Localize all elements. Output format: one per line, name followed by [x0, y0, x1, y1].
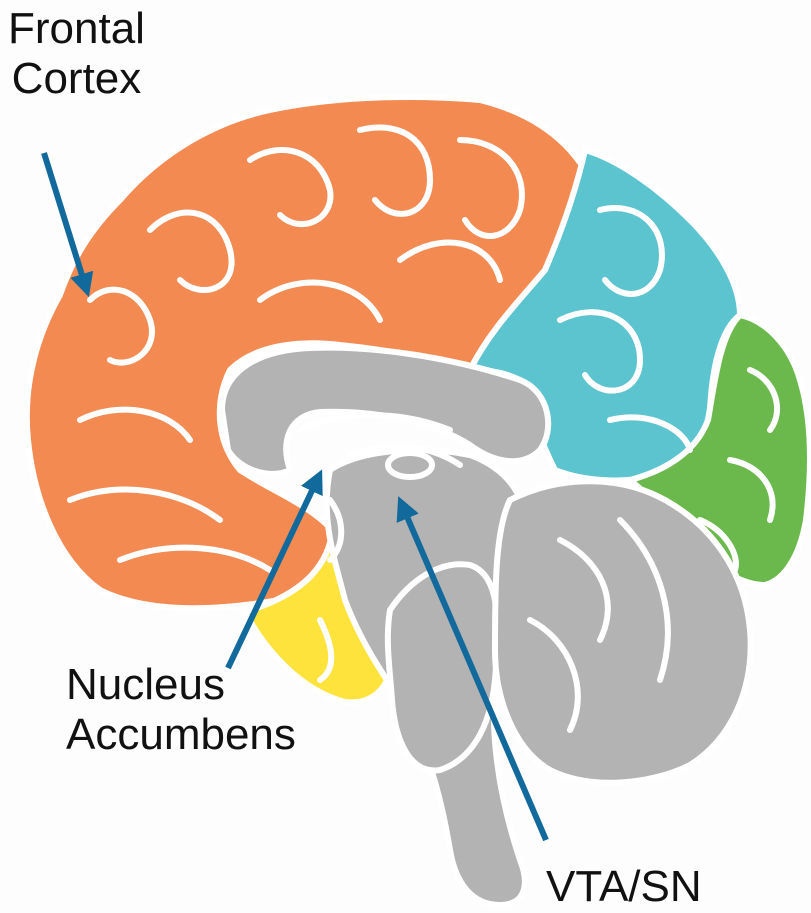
frontal-cortex-label-line1: Frontal — [8, 4, 145, 54]
arrow-frontal-cortex — [44, 153, 86, 288]
frontal-cortex-label: Frontal Cortex — [8, 4, 145, 104]
frontal-cortex-label-line2: Cortex — [8, 54, 145, 104]
vta-sn-label: VTA/SN — [546, 862, 702, 912]
nucleus-accumbens-label: Nucleus Accumbens — [66, 660, 296, 760]
nucleus-accumbens-label-line2: Accumbens — [66, 710, 296, 760]
nucleus-accumbens-label-line1: Nucleus — [66, 660, 296, 710]
